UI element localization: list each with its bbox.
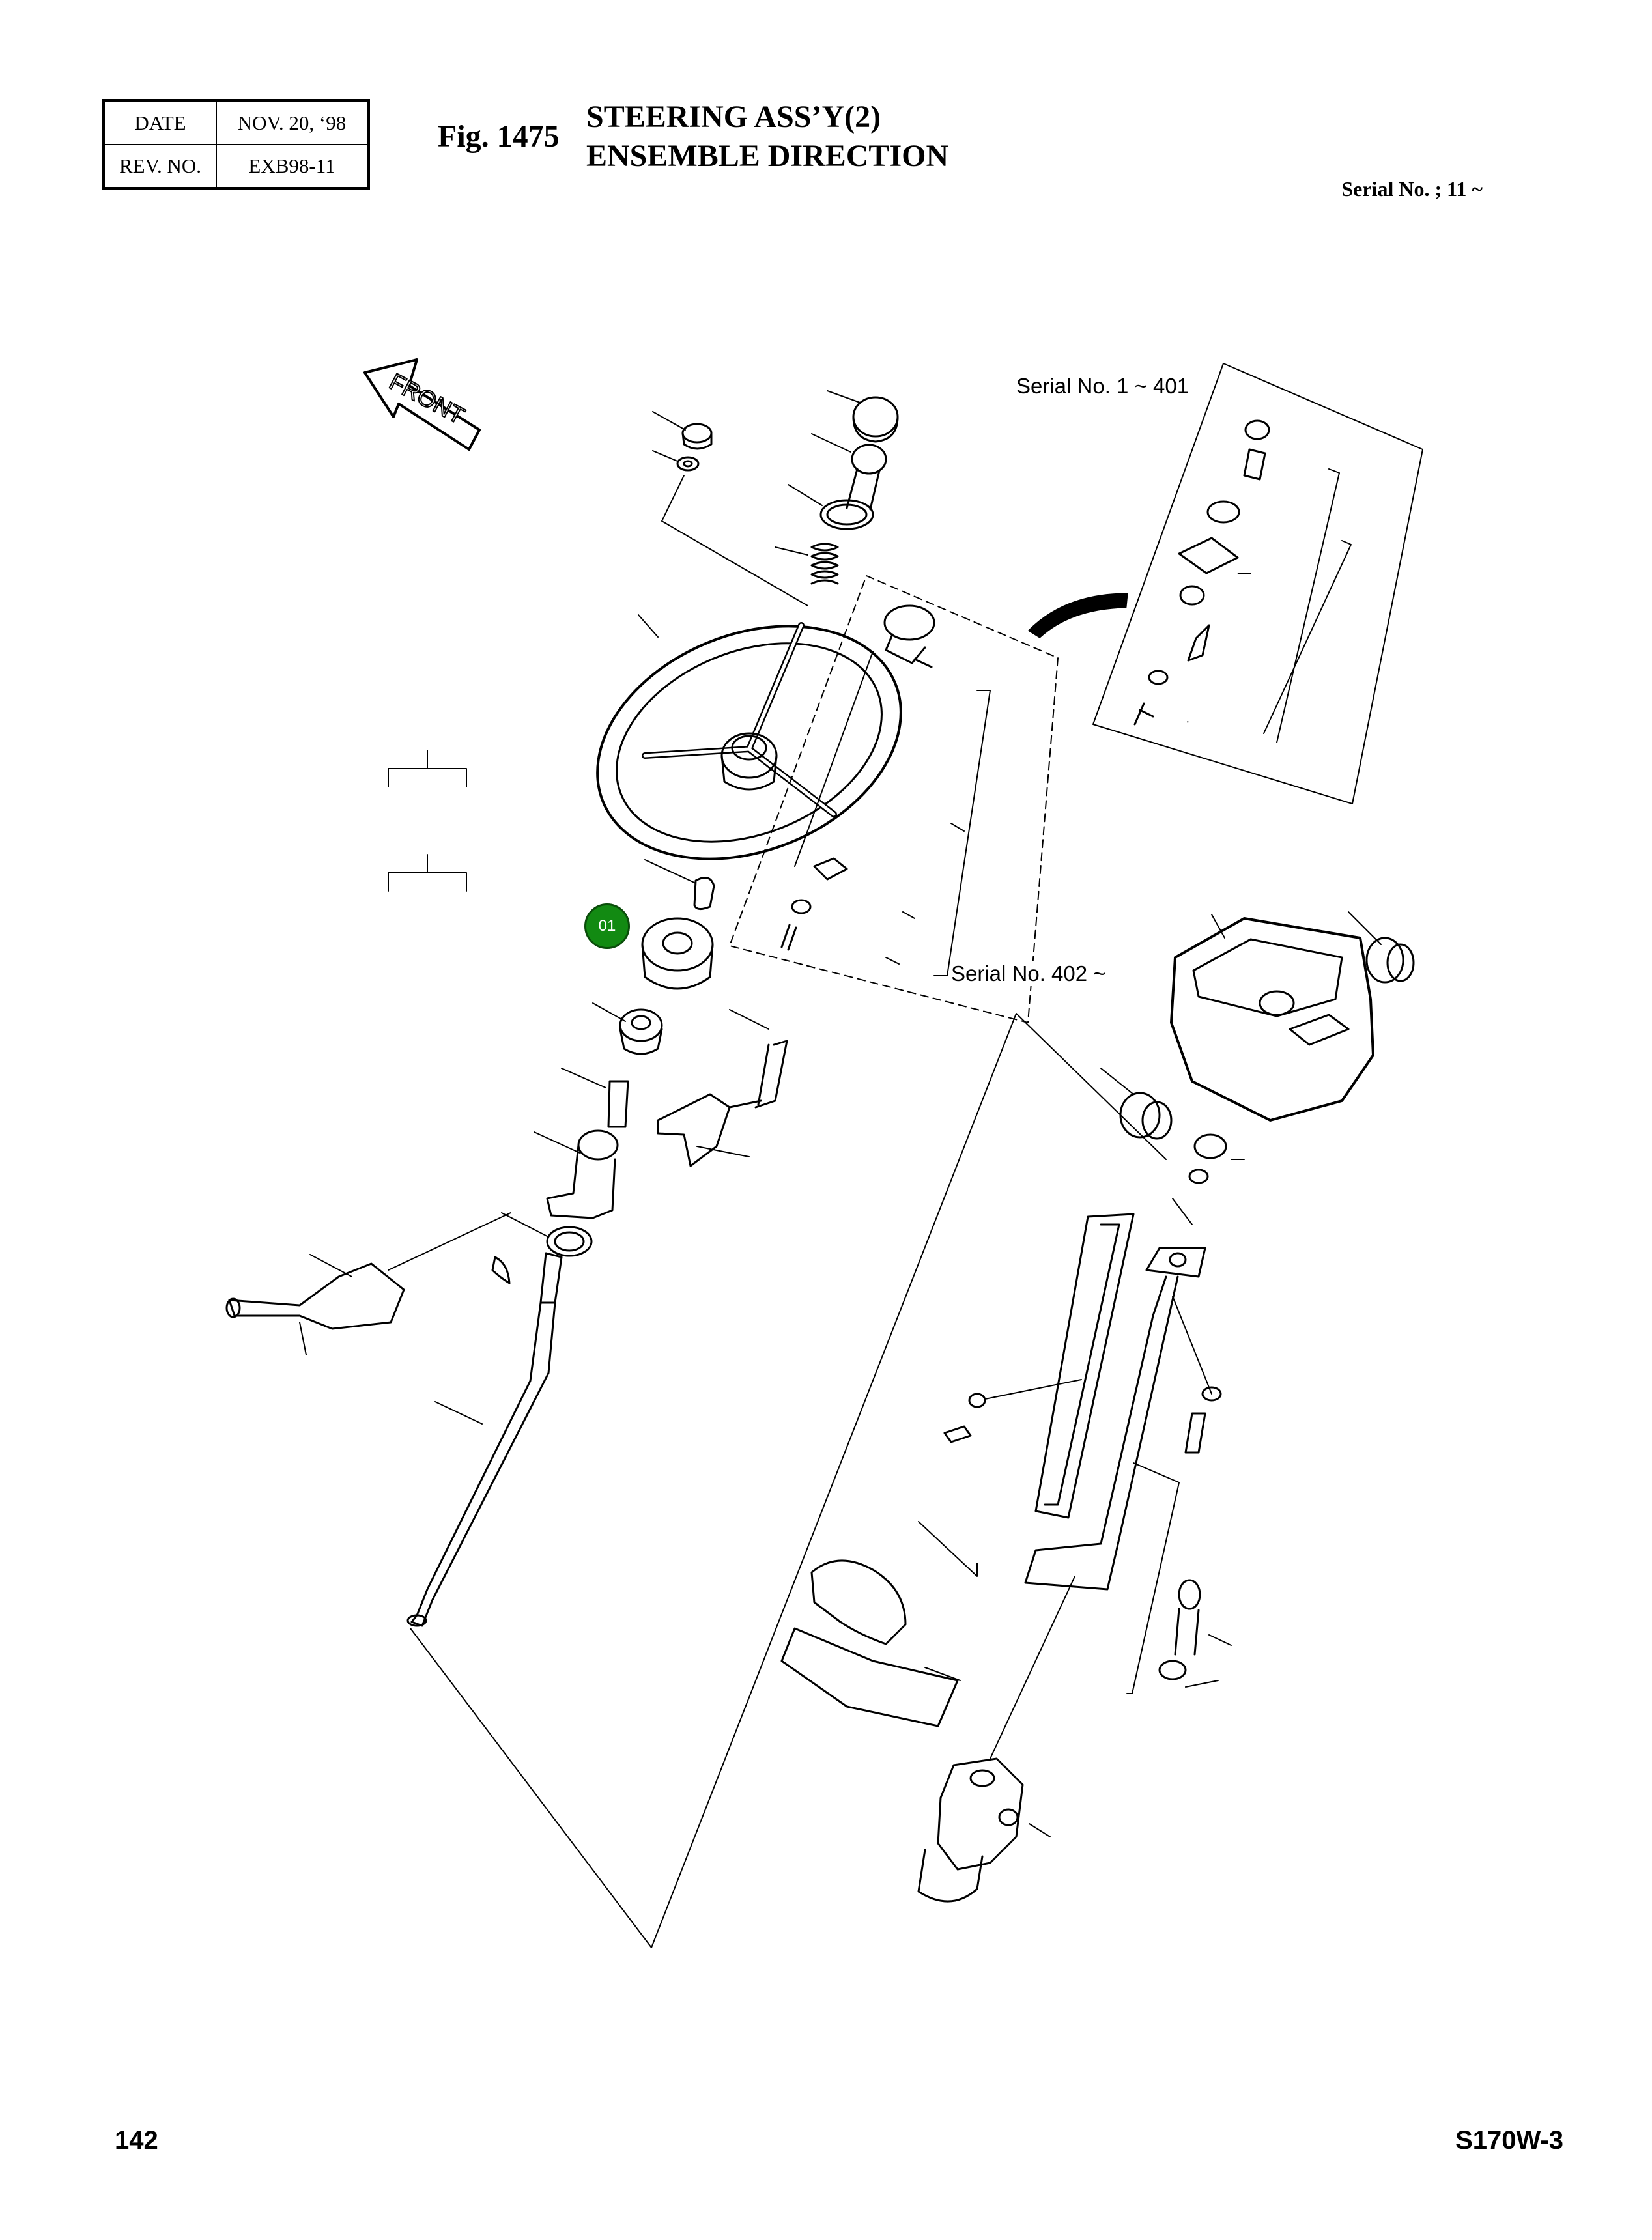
column-boot (780, 1521, 978, 1727)
inset-401-parts (1133, 419, 1352, 743)
model-code: S170W-3 (1455, 2126, 1563, 2155)
steering-wheel (596, 614, 902, 860)
serial-range: Serial No. ; 11 ~ (1341, 177, 1483, 201)
front-label: FRONT (385, 368, 469, 429)
figure-title: STEERING ASS’Y(2) ENSEMBLE DIRECTION (586, 98, 948, 176)
column-support (943, 1198, 1222, 1694)
inset-serial-1-401: Serial No. 1 ~ 401 (1016, 374, 1189, 399)
rev-value: EXB98-11 (216, 144, 369, 190)
horn-button (775, 390, 899, 585)
revision-table: DATE NOV. 20, ‘98 REV. NO. EXB98-11 (102, 99, 370, 190)
rev-label: REV. NO. (102, 144, 217, 190)
hub-nut (652, 411, 713, 472)
svg-text:·: · (1186, 715, 1190, 730)
figure-title-english: STEERING ASS’Y(2) (586, 100, 881, 134)
inset-402-parts (780, 604, 991, 976)
column-cover (561, 859, 715, 1128)
figure-number: Fig. 1475 (438, 119, 560, 154)
combination-switch (657, 1009, 788, 1167)
figure-title-french: ENSEMBLE DIRECTION (586, 139, 949, 173)
inset-serial-402: Serial No. 402 ~ (951, 961, 1106, 986)
svg-text:—: — (1237, 565, 1251, 580)
steering-unit (917, 1576, 1075, 1903)
light-switch (225, 1254, 405, 1355)
steering-shaft (406, 1013, 1167, 1948)
column-flange (501, 1129, 619, 1257)
front-arrow: FRONT (363, 358, 481, 451)
date-label: DATE (102, 100, 217, 145)
mounting-bolt (1158, 1579, 1232, 1688)
instrument-console (1100, 911, 1415, 1184)
date-row: DATE NOV. 20, ‘98 (102, 100, 369, 145)
date-value: NOV. 20, ‘98 (216, 100, 369, 145)
part-hotspot-button[interactable]: 01 (584, 903, 630, 949)
page-number: 142 (115, 2126, 158, 2155)
rev-row: REV. NO. EXB98-11 (102, 144, 369, 190)
